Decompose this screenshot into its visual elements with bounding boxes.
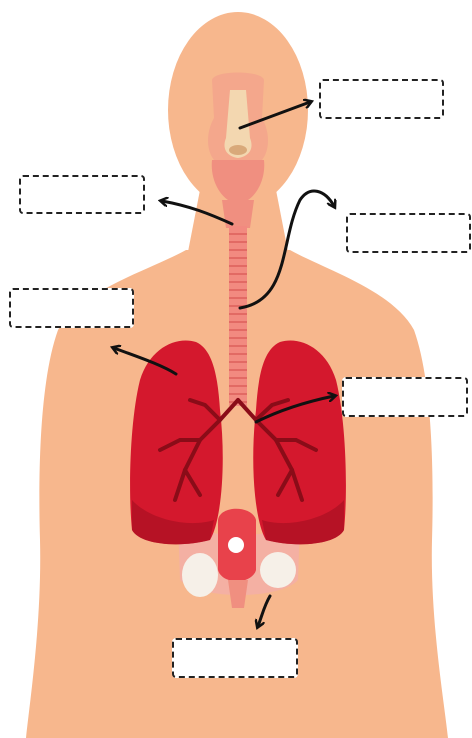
nostril (229, 145, 247, 155)
larynx (222, 200, 254, 228)
trachea (229, 226, 247, 406)
answer-box-lung[interactable] (9, 288, 134, 328)
answer-box-bronchi[interactable] (342, 377, 468, 417)
diaphragm-muscle-left (182, 553, 218, 597)
answer-box-trachea[interactable] (346, 213, 471, 253)
answer-box-diaphragm[interactable] (172, 638, 298, 678)
answer-box-larynx[interactable] (19, 175, 145, 214)
answer-box-nasal-cavity[interactable] (319, 79, 444, 119)
organ-highlight (228, 537, 244, 553)
diaphragm-muscle-right (260, 552, 296, 588)
